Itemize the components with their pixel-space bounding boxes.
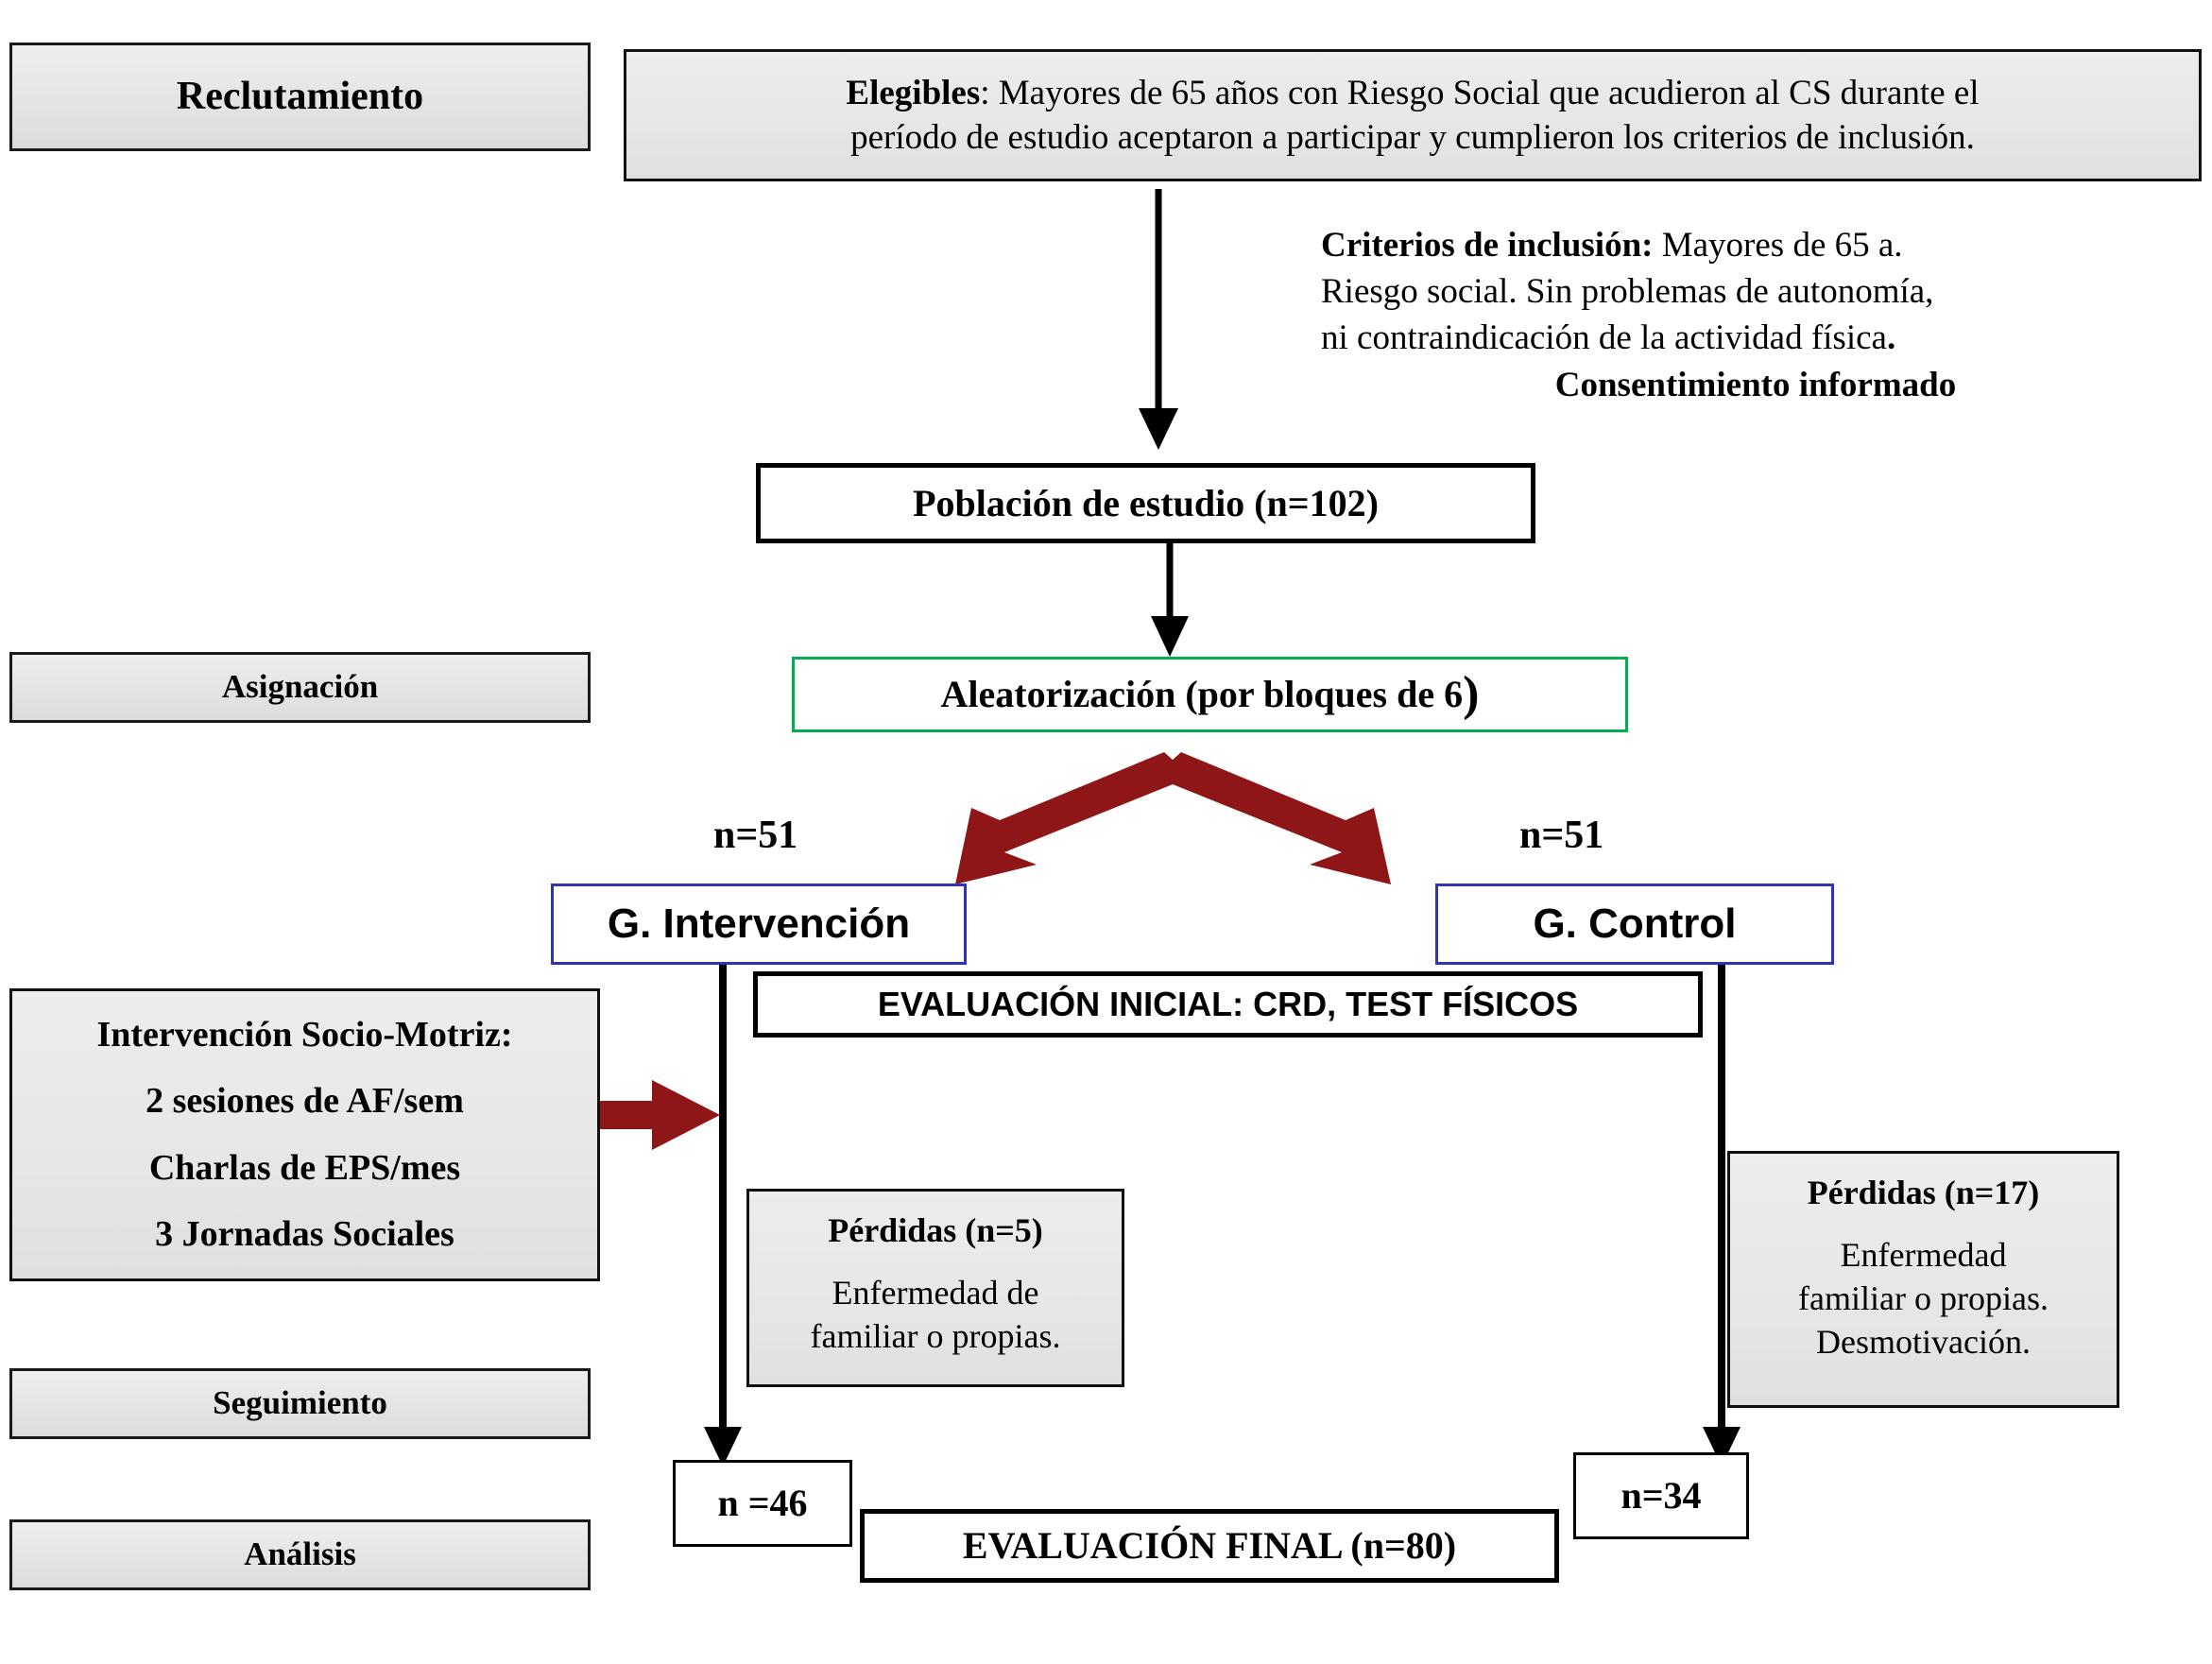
- losses-right-box: Pérdidas (n=17) Enfermedad familiar o pr…: [1727, 1151, 2119, 1408]
- stage-label-text: Reclutamiento: [176, 74, 424, 118]
- intervention-item: Charlas de EPS/mes: [148, 1147, 461, 1188]
- losses-left-line: familiar o propias.: [810, 1316, 1061, 1355]
- final-count-intervention-box: n =46: [673, 1460, 852, 1547]
- stage-label-reclutamiento: Reclutamiento: [9, 43, 591, 151]
- final-evaluation-label: EVALUACIÓN FINAL (n=80): [962, 1524, 1457, 1568]
- stage-label-text: Análisis: [244, 1535, 356, 1573]
- intervention-title: Intervención Socio-Motriz:: [96, 1014, 513, 1055]
- allocation-right-count: n=51: [1519, 814, 1604, 857]
- final-evaluation-box: EVALUACIÓN FINAL (n=80): [860, 1509, 1559, 1583]
- losses-right-line: familiar o propias.: [1798, 1278, 2049, 1317]
- intervention-detail-box: Intervención Socio-Motriz: 2 sesiones de…: [9, 988, 600, 1281]
- group-control-box: G. Control: [1435, 883, 1834, 965]
- arrow-intervention-detail: [597, 1080, 720, 1150]
- eligible-line1-rest: : Mayores de 65 años con Riesgo Social q…: [980, 73, 1980, 112]
- inclusion-line3-period: .: [1886, 318, 1896, 358]
- population-box: Población de estudio (n=102): [756, 463, 1535, 543]
- eligible-box: Elegibles: Mayores de 65 años con Riesgo…: [624, 49, 2202, 181]
- intervention-item: 3 Jornadas Sociales: [155, 1214, 454, 1255]
- group-intervention-label: G. Intervención: [607, 900, 911, 947]
- losses-left-box: Pérdidas (n=5) Enfermedad de familiar o …: [746, 1189, 1124, 1387]
- losses-right-line: Desmotivación.: [1816, 1323, 2031, 1362]
- inclusion-consent: Consentimiento informado: [1554, 365, 1957, 404]
- inclusion-line-2: Riesgo social. Sin problemas de autonomí…: [1321, 272, 1934, 312]
- final-count-control-label: n=34: [1620, 1474, 1702, 1518]
- intervention-item: 2 sesiones de AF/sem: [146, 1081, 464, 1122]
- losses-right-title: Pérdidas (n=17): [1807, 1174, 2040, 1211]
- losses-left-title: Pérdidas (n=5): [828, 1211, 1043, 1249]
- losses-right-line: Enfermedad: [1840, 1235, 2007, 1274]
- stage-label-seguimiento: Seguimiento: [9, 1368, 591, 1439]
- eligible-line-2: período de estudio aceptaron a participa…: [850, 118, 1975, 157]
- arrow-population-to-randomization: [1151, 543, 1189, 657]
- randomization-label: Aleatorización (por bloques de 6: [940, 673, 1464, 716]
- randomization-box: Aleatorización (por bloques de 6): [792, 657, 1628, 732]
- randomization-label-tail: ): [1463, 667, 1480, 722]
- initial-evaluation-label: EVALUACIÓN INICIAL: CRD, TEST FÍSICOS: [877, 984, 1579, 1023]
- inclusion-heading: Criterios de inclusión:: [1321, 226, 1654, 265]
- eligible-label: Elegibles: [846, 73, 981, 112]
- group-control-label: G. Control: [1533, 900, 1737, 947]
- population-label: Población de estudio (n=102): [913, 481, 1379, 524]
- stage-label-text: Seguimiento: [213, 1384, 387, 1422]
- final-count-intervention-label: n =46: [717, 1482, 808, 1525]
- arrow-randomization-to-control: [1154, 752, 1391, 884]
- losses-left-line: Enfermedad de: [832, 1273, 1039, 1312]
- inclusion-line-3: ni contraindicación de la actividad físi…: [1321, 315, 2105, 361]
- arrow-eligible-to-population: [1139, 189, 1178, 450]
- stage-label-asignacion: Asignación: [9, 652, 591, 723]
- arrow-randomization-to-intervention: [955, 752, 1192, 884]
- eligible-line-1: Elegibles: Mayores de 65 años con Riesgo…: [626, 71, 2199, 115]
- stage-label-text: Asignación: [221, 668, 379, 706]
- allocation-left-count: n=51: [713, 814, 798, 857]
- inclusion-criteria-block: Criterios de inclusión: Mayores de 65 a.…: [1321, 222, 2105, 408]
- inclusion-line3-text: ni contraindicación de la actividad físi…: [1321, 318, 1887, 358]
- group-intervention-box: G. Intervención: [551, 883, 967, 965]
- line-intervention-branch: [704, 964, 742, 1467]
- inclusion-line-1: Criterios de inclusión: Mayores de 65 a.: [1321, 222, 2105, 268]
- stage-label-analisis: Análisis: [9, 1519, 591, 1590]
- final-count-control-box: n=34: [1573, 1452, 1749, 1539]
- initial-evaluation-box: EVALUACIÓN INICIAL: CRD, TEST FÍSICOS: [753, 971, 1703, 1038]
- inclusion-line1-rest: Mayores de 65 a.: [1653, 226, 1903, 265]
